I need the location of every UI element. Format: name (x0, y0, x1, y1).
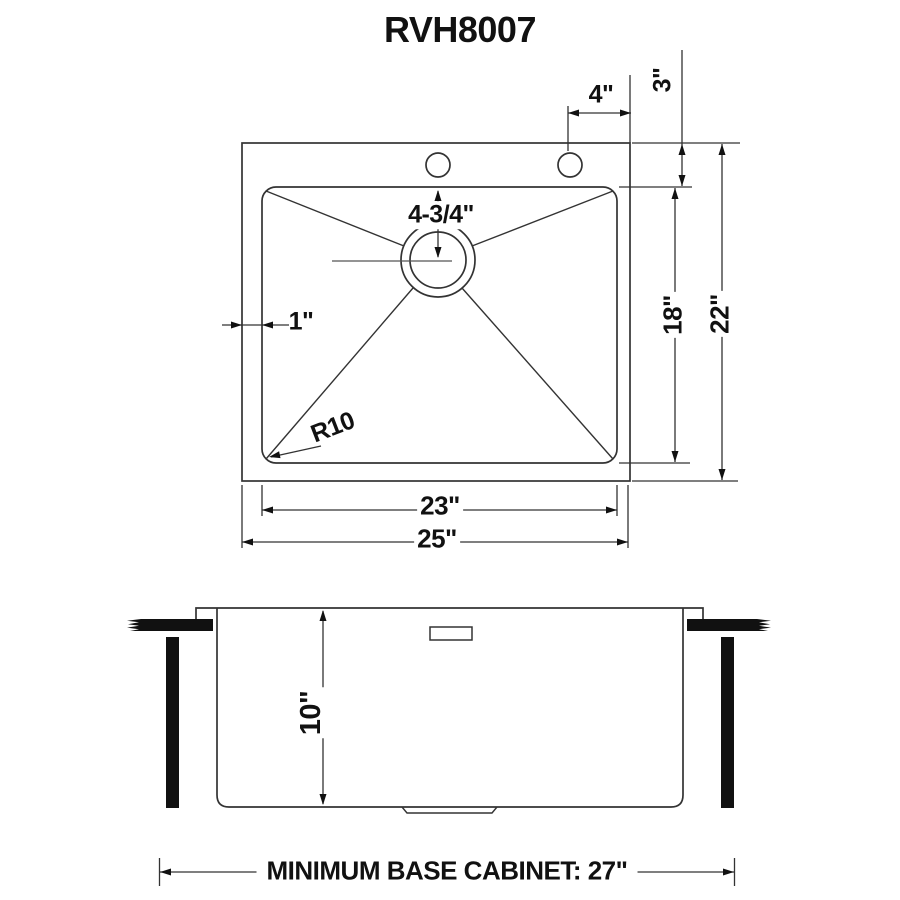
dim-label-faucet-spacing: 4" (588, 80, 614, 109)
arrowhead (319, 610, 327, 621)
arrowhead (678, 144, 686, 155)
arrowhead (617, 538, 628, 546)
arrowhead (718, 144, 726, 155)
dim-label-deck-setback: 3" (648, 67, 677, 93)
arrowhead (160, 868, 171, 876)
bowl-slope-creases (265, 190, 614, 460)
faucet-hole-left (425, 152, 451, 178)
bowl-profile (216, 608, 684, 808)
crease-bottom-right (461, 287, 614, 460)
arrowhead (671, 451, 679, 462)
top-view (241, 142, 631, 482)
countertop-right (687, 619, 771, 631)
dim-label-bowl-depth-18: 18" (658, 292, 688, 338)
base-cabinet-note: MINIMUM BASE CABINET: 27" (256, 857, 638, 886)
arrowhead (718, 469, 726, 480)
arrowhead (319, 794, 327, 805)
countertop-left (127, 619, 213, 631)
cabinet-wall-right (721, 637, 734, 808)
arrowhead (242, 538, 253, 546)
dim-label-rim-lip: 1" (288, 307, 314, 336)
side-view (127, 607, 771, 814)
rim-flange-profile (195, 607, 704, 621)
dim-label-overall-width-25: 25" (414, 525, 460, 554)
dim-label-bowl-height-10: 10" (295, 687, 328, 739)
arrowhead (723, 868, 734, 876)
arrowhead (269, 451, 281, 459)
crease-top-right (471, 190, 614, 247)
cabinet-wall-left (166, 637, 179, 808)
sink-rim-outline (241, 142, 631, 482)
leader-corner-radius (269, 445, 322, 459)
arrowhead (620, 109, 631, 117)
arrowhead (568, 109, 579, 117)
arrowhead (434, 190, 442, 201)
dim-label-bowl-width-23: 23" (417, 492, 463, 521)
arrowhead (262, 321, 273, 329)
arrowhead (262, 506, 273, 514)
drain-recess (401, 806, 498, 814)
dim-deck-3in (619, 50, 740, 188)
crease-bottom-left (265, 287, 414, 460)
faucet-hole-right (557, 152, 583, 178)
arrowhead (434, 247, 442, 258)
dim-label-overall-depth-22: 22" (705, 291, 735, 337)
overflow-slot (429, 626, 473, 641)
arrowhead (678, 175, 686, 186)
arrowhead (231, 321, 242, 329)
model-number-title: RVH8007 (384, 9, 536, 50)
dim-label-drain-offset: 4-3/4" (405, 201, 477, 229)
arrowhead (671, 188, 679, 199)
dim-faucet-4in (567, 75, 631, 151)
dimensions-side-view (158, 610, 736, 886)
dim-rim-1in (222, 321, 289, 329)
arrowhead (606, 506, 617, 514)
crease-top-left (265, 190, 405, 247)
